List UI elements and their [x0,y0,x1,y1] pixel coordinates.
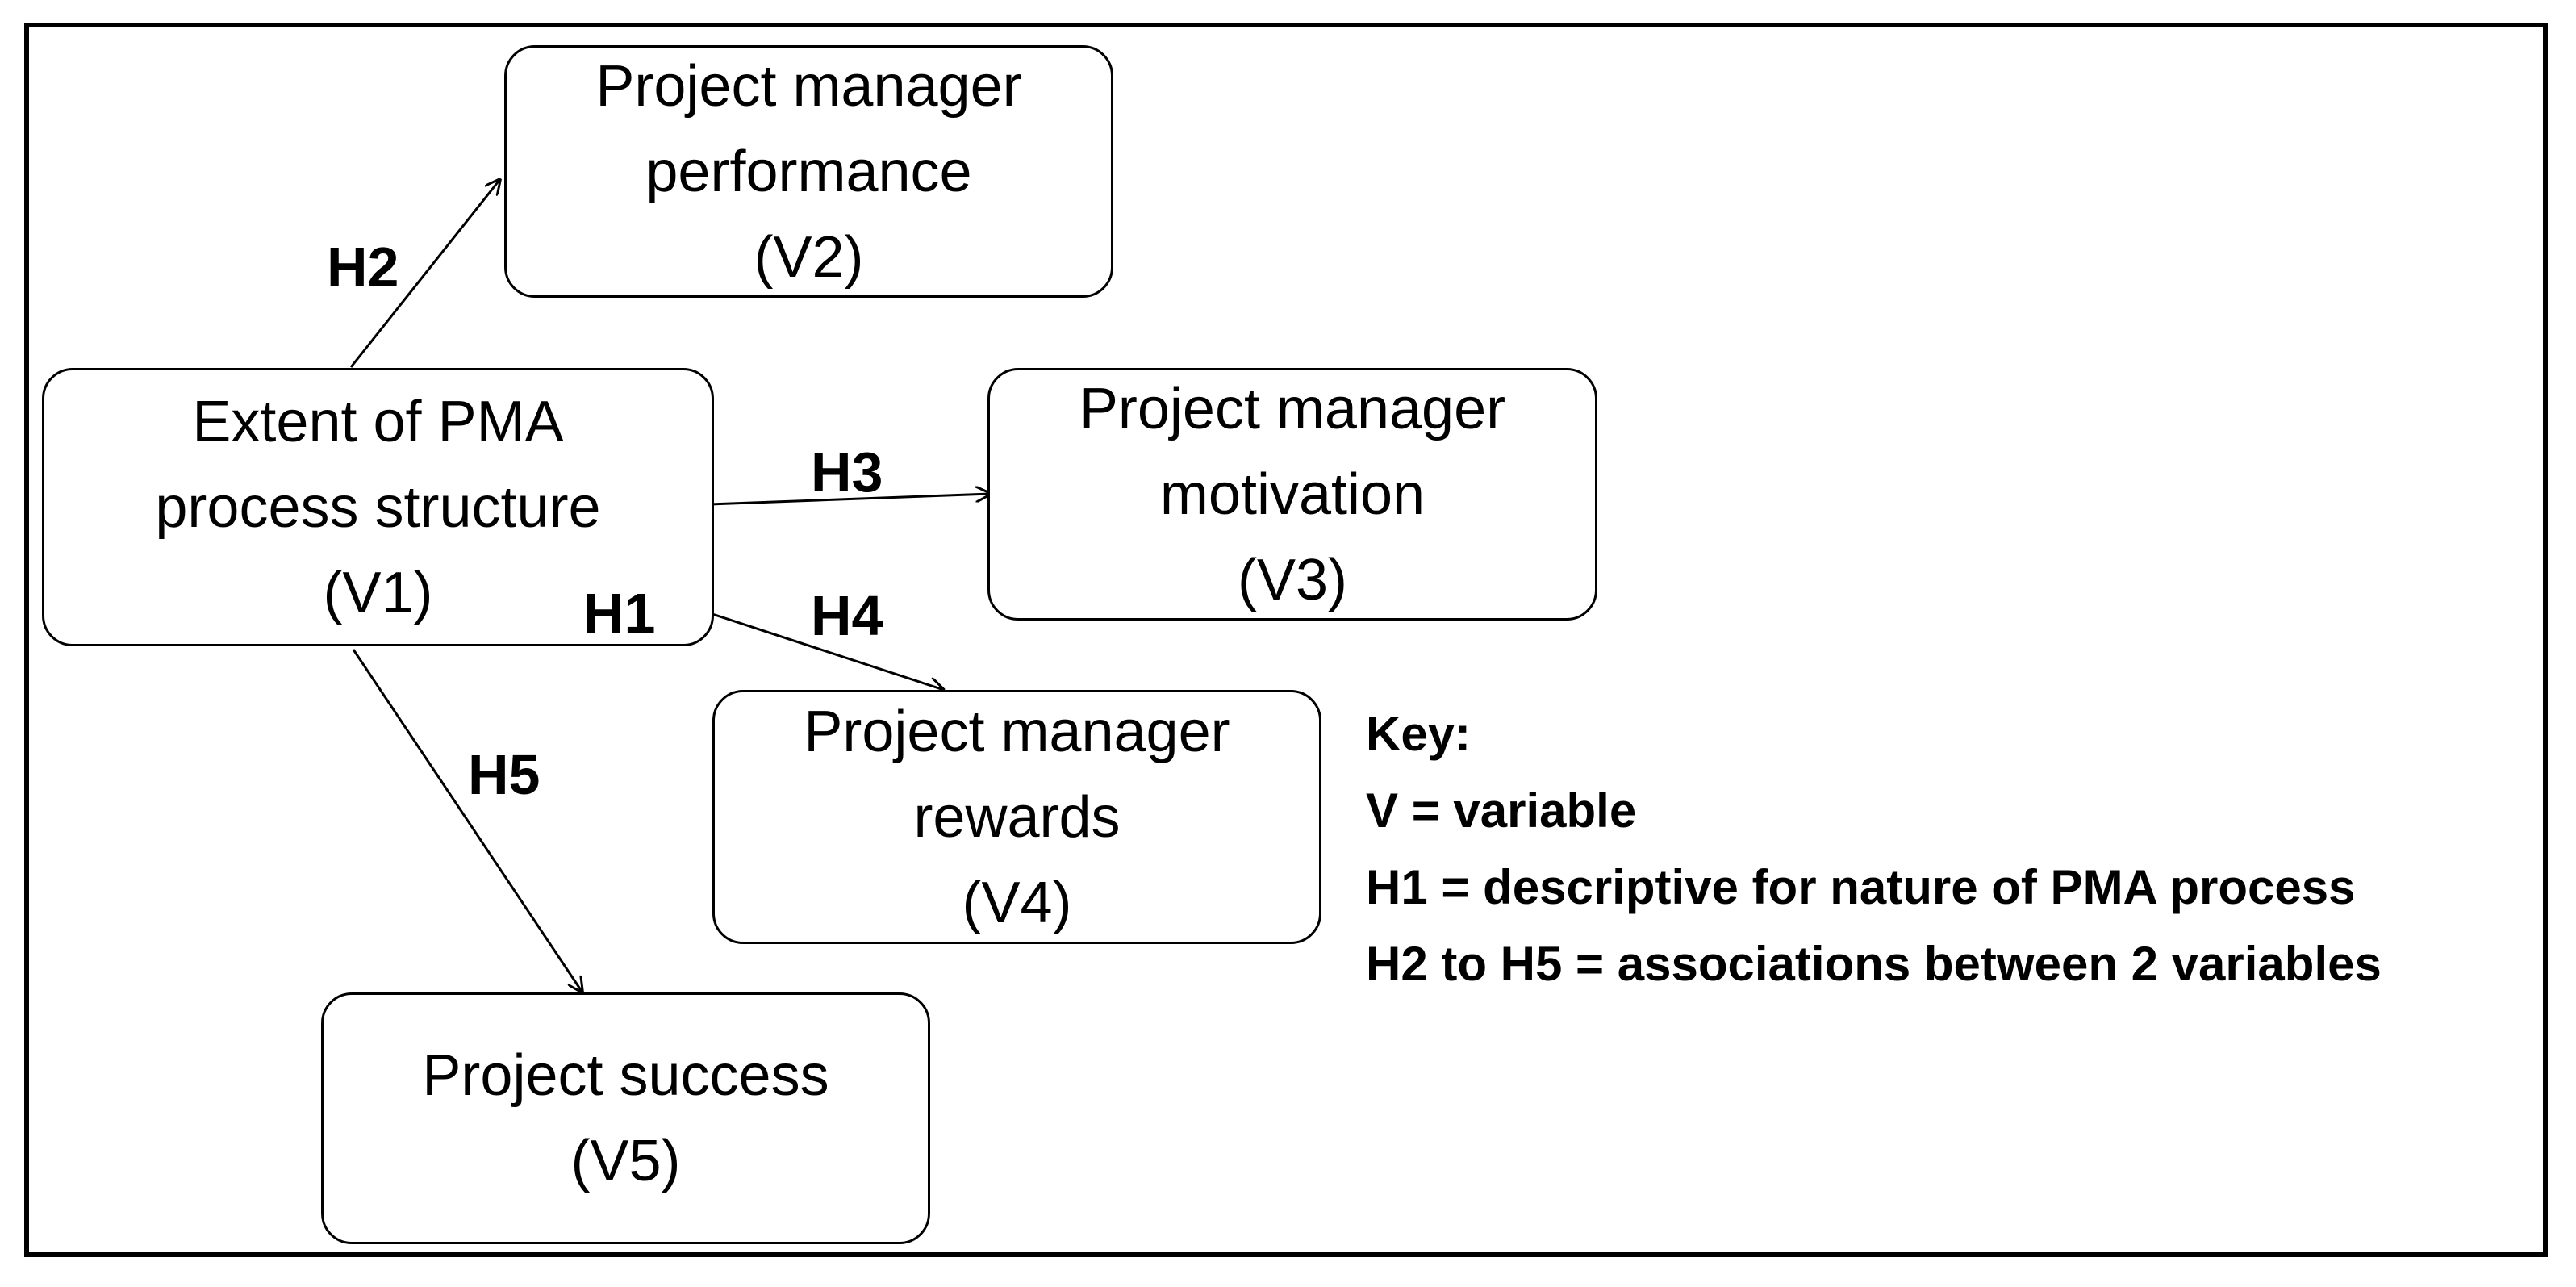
key-line-v: V = variable [1366,783,1637,838]
node-v4-rewards: Project manager rewards (V4) [712,690,1321,944]
node-v3-line-1: Project manager [1079,376,1506,441]
node-v5-line-2: (V5) [570,1129,681,1193]
diagram-frame [24,23,2548,1257]
key-line-h2-h5: H2 to H5 = associations between 2 variab… [1366,937,2382,991]
node-v5-project-success: Project success (V5) [321,992,930,1244]
node-v4-line-1: Project manager [804,699,1230,764]
edge-label-h1: H1 [583,582,656,645]
edge-label-h5: H5 [468,743,541,806]
node-v2-performance: Project manager performance (V2) [504,45,1113,298]
node-v2-line-3: (V2) [754,224,864,290]
edge-h4-arrow [709,612,944,690]
node-v4-line-2: rewards [913,784,1121,850]
edge-h2-arrow [349,179,500,368]
edge-label-h4: H4 [811,584,883,647]
node-v4-line-3: (V4) [962,870,1072,935]
edge-label-h3: H3 [811,441,883,504]
node-v3-motivation: Project manager motivation (V3) [987,368,1597,621]
key-line-h1: H1 = descriptive for nature of PMA proce… [1366,860,2356,914]
node-v3-line-3: (V3) [1237,547,1348,612]
node-v1-line-2: process structure [155,474,601,540]
node-v1-line-3: (V1) [323,560,433,625]
key-title: Key: [1366,707,1472,761]
edge-h3-arrow [709,494,991,506]
node-v3-line-2: motivation [1159,462,1426,527]
node-v1-line-1: Extent of PMA [192,389,564,454]
node-v5-line-1: Project success [422,1043,829,1108]
node-v1-pma-process-structure: Extent of PMA process structure (V1) [42,368,714,646]
node-v2-line-2: performance [645,139,972,204]
edge-h5-arrow [352,649,582,992]
edge-label-h2: H2 [327,236,399,299]
node-v2-line-1: Project manager [595,53,1022,119]
key-legend: Key: V = variable H1 = descriptive for n… [1366,696,2382,1002]
